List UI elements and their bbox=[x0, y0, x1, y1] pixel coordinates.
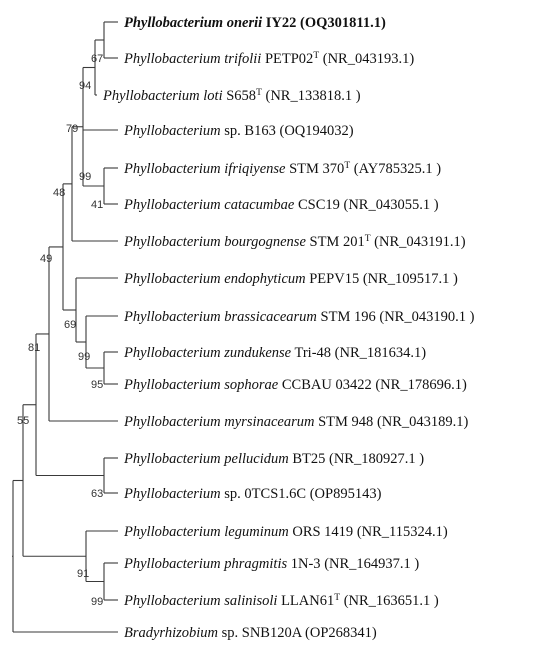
bootstrap-values: 67 94 79 99 41 48 49 69 99 95 81 55 63 91 99 bbox=[17, 53, 103, 608]
bootstrap-value: 91 bbox=[77, 568, 89, 580]
taxon-label: Phyllobacterium phragmitis 1N-3 (NR_1649… bbox=[123, 556, 419, 572]
taxon-label: Phyllobacterium sophorae CCBAU 03422 (NR… bbox=[123, 377, 467, 393]
taxon-labels: Phyllobacterium onerii IY22 (OQ301811.1)… bbox=[102, 15, 475, 641]
bootstrap-value: 63 bbox=[91, 488, 103, 500]
bootstrap-value: 81 bbox=[28, 342, 40, 354]
bootstrap-value: 41 bbox=[91, 199, 103, 211]
tree-branches bbox=[12, 21, 118, 633]
taxon-label: Phyllobacterium trifolii PETP02T (NR_043… bbox=[123, 51, 414, 67]
bootstrap-value: 55 bbox=[17, 415, 29, 427]
bootstrap-value: 48 bbox=[53, 187, 65, 199]
taxon-label: Phyllobacterium brassicacearum STM 196 (… bbox=[123, 309, 475, 325]
bootstrap-value: 99 bbox=[91, 596, 103, 608]
bootstrap-value: 79 bbox=[66, 123, 78, 135]
taxon-label: Phyllobacterium zundukense Tri-48 (NR_18… bbox=[123, 345, 426, 361]
bootstrap-value: 67 bbox=[91, 53, 103, 65]
taxon-label: Phyllobacterium leguminum ORS 1419 (NR_1… bbox=[123, 524, 448, 540]
taxon-label: Phyllobacterium ifriqiyense STM 370T (AY… bbox=[123, 161, 441, 177]
taxon-label: Phyllobacterium salinisoli LLAN61T (NR_1… bbox=[123, 593, 439, 609]
taxon-label: Phyllobacterium onerii IY22 (OQ301811.1) bbox=[124, 15, 386, 31]
taxon-label: Phyllobacterium loti S658T (NR_133818.1 … bbox=[102, 88, 361, 104]
taxon-label: Phyllobacterium sp. B163 (OQ194032) bbox=[123, 123, 354, 139]
bootstrap-value: 49 bbox=[40, 253, 52, 265]
taxon-label: Phyllobacterium pellucidum BT25 (NR_1809… bbox=[123, 451, 424, 467]
taxon-label: Phyllobacterium endophyticum PEPV15 (NR_… bbox=[123, 271, 458, 287]
bootstrap-value: 99 bbox=[79, 171, 91, 183]
bootstrap-value: 69 bbox=[64, 319, 76, 331]
bootstrap-value: 99 bbox=[78, 351, 90, 363]
taxon-label: Phyllobacterium myrsinacearum STM 948 (N… bbox=[123, 414, 469, 430]
taxon-label: Phyllobacterium bourgognense STM 201T (N… bbox=[123, 234, 466, 250]
bootstrap-value: 95 bbox=[91, 379, 103, 391]
taxon-label: Phyllobacterium sp. 0TCS1.6C (OP895143) bbox=[123, 486, 382, 502]
taxon-label: Bradyrhizobium sp. SNB120A (OP268341) bbox=[124, 625, 377, 641]
taxon-label: Phyllobacterium catacumbae CSC19 (NR_043… bbox=[123, 197, 439, 213]
bootstrap-value: 94 bbox=[79, 80, 91, 92]
